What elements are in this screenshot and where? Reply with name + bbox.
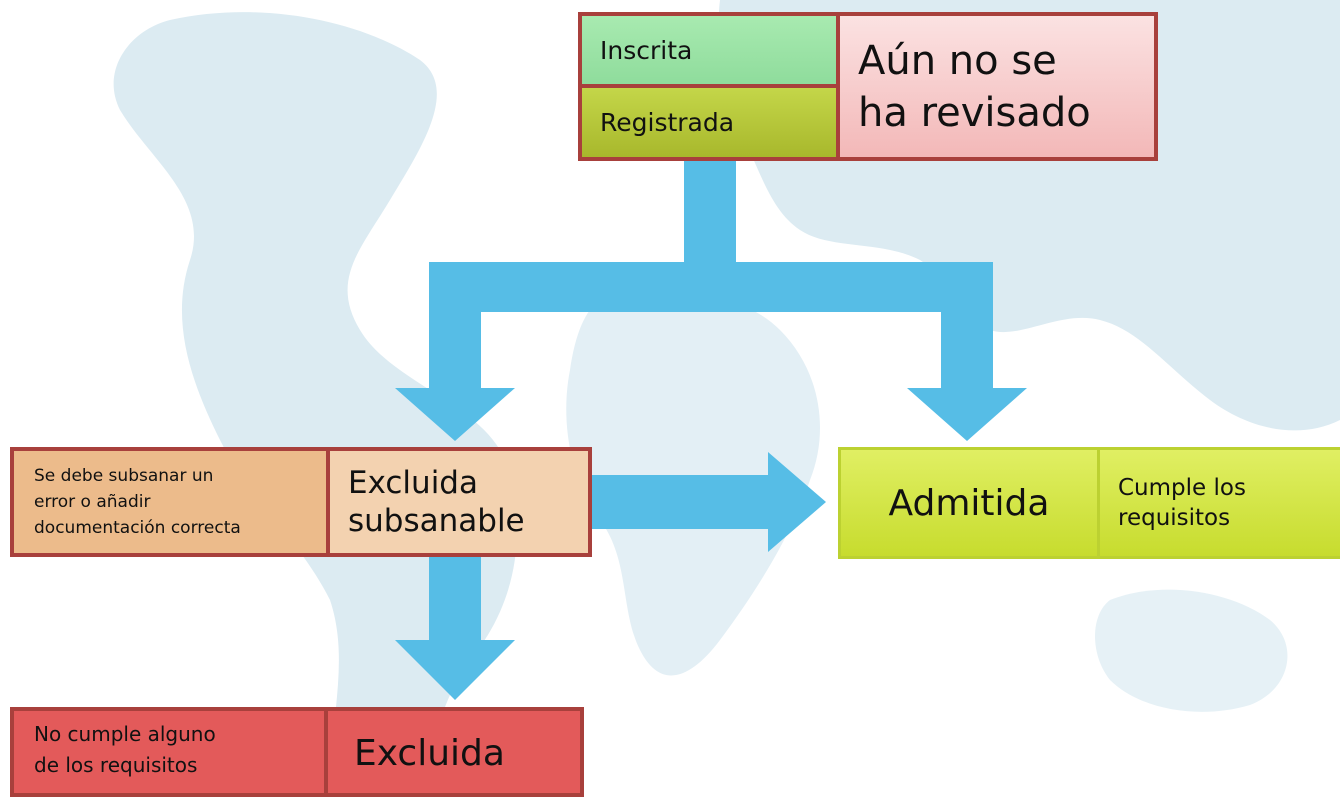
excluida-subsanable-line2: subsanable [348, 503, 525, 539]
arrow-down-to-excluida [395, 557, 515, 700]
arrow-split-bar [429, 262, 993, 312]
map-landmass-oceania [1095, 589, 1288, 712]
status-not-reviewed: Aún no se ha revisado [836, 12, 1158, 161]
status-registrada: Registrada [578, 84, 840, 161]
admitida-label: Admitida [888, 482, 1050, 524]
subsanable-note: Se debe subsanar un error o añadir docum… [10, 447, 330, 557]
status-inscrita: Inscrita [578, 12, 840, 88]
excluida-note: No cumple alguno de los requisitos [10, 707, 328, 797]
excluida-note-line1: No cumple alguno [34, 722, 216, 746]
subsanable-note-line1: Se debe subsanar un [34, 466, 214, 486]
status-excluida: Excluida [324, 707, 584, 797]
subsanable-note-line3: documentación correcta [34, 518, 241, 538]
inscrita-label: Inscrita [600, 35, 693, 65]
subsanable-note-line2: error o añadir [34, 492, 151, 512]
excluida-note-line2: de los requisitos [34, 753, 198, 777]
status-admitida: Admitida [838, 447, 1100, 559]
registrada-label: Registrada [600, 108, 735, 137]
arrow-down-to-admitida [907, 312, 1027, 441]
admitida-note-line1: Cumple los [1118, 475, 1246, 501]
excluida-subsanable-line1: Excluida [348, 465, 478, 501]
admitida-note: Cumple los requisitos [1097, 447, 1340, 559]
arrow-down-to-subsanable [395, 312, 515, 441]
not-reviewed-line1: Aún no se [858, 37, 1057, 84]
map-landmass-america [113, 12, 517, 787]
not-reviewed-line2: ha revisado [858, 89, 1091, 136]
excluida-label: Excluida [354, 733, 505, 774]
admitida-note-line2: requisitos [1118, 505, 1231, 531]
status-excluida-subsanable: Excluida subsanable [326, 447, 592, 557]
arrow-top-trunk [684, 161, 736, 265]
arrow-right-to-admitida [592, 452, 826, 552]
